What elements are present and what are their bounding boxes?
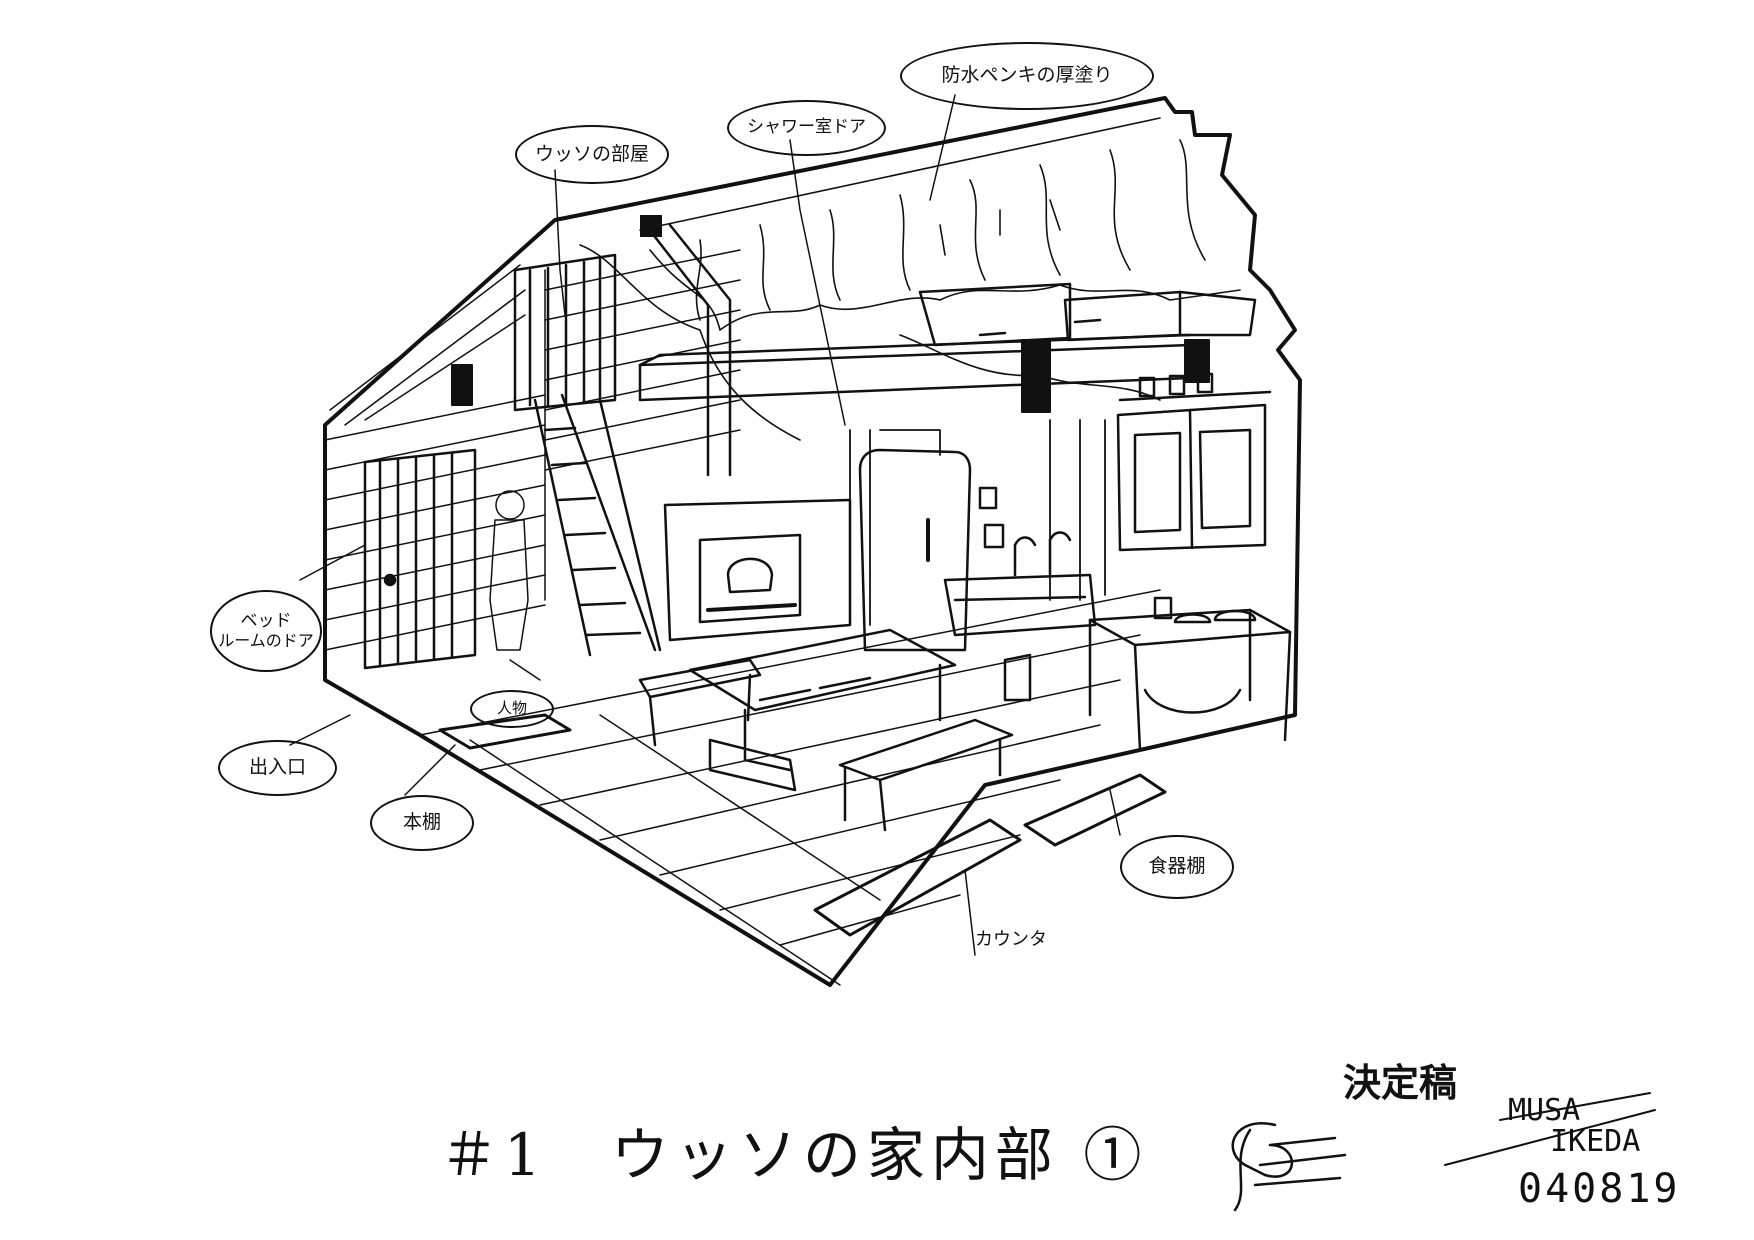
callout-dish-shelf: 食器棚 [1120, 835, 1234, 899]
callout-entrance: 出入口 [218, 740, 337, 796]
bench-front [838, 718, 1014, 832]
callout-waterproof-paint: 防水ペンキの厚塗り [900, 42, 1154, 110]
artist-date: 040819 [1518, 1166, 1681, 1212]
refrigerator [858, 448, 1005, 652]
left-wall [324, 249, 741, 681]
artist-name-line2: IKEDA [1550, 1124, 1641, 1159]
label-entrance: 出入口 [248, 756, 306, 779]
status-label: 決定稿 [1343, 1061, 1458, 1105]
sheet-title: ＃1 ウッソの家内部 ① [440, 1121, 1148, 1189]
stove-pipe [640, 215, 732, 477]
label-dish-shelf: 食器棚 [1148, 855, 1206, 878]
fireplace [663, 498, 852, 642]
bedroom-door [363, 448, 477, 670]
loft-door [513, 253, 617, 412]
callout-shower-door: シャワー室ドア [727, 100, 886, 156]
label-bedroom-door-line1: ベッド [240, 611, 292, 632]
artist-signature-strokes [1444, 1092, 1656, 1166]
loft-ladder [533, 393, 662, 657]
label-counter: カウンタ [975, 929, 1047, 950]
wall-bracket-left [451, 364, 473, 406]
beam-bracket-1 [1021, 339, 1051, 413]
callout-bedroom-door: ベッド ルームのドア [210, 590, 322, 672]
label-shower-door: シャワー室ドア [747, 117, 866, 138]
house-outline [323, 96, 1302, 987]
callout-bookshelf: 本棚 [370, 795, 474, 851]
wall-cabinet [1116, 372, 1272, 552]
ceiling-storage-boxes [918, 282, 1257, 347]
kitchen-sink [943, 531, 1097, 702]
dining-table [688, 628, 957, 792]
label-waterproof-paint: 防水ペンキの厚塗り [941, 64, 1113, 87]
label-bedroom-door-line2: ルームのドア [218, 630, 314, 650]
artist-name-line1: MUSA [1508, 1093, 1581, 1128]
side-table [1088, 596, 1292, 752]
director-signature [1231, 1122, 1347, 1212]
ceiling-beam [638, 333, 1192, 402]
callout-height-mark: 人物 [470, 690, 554, 728]
callout-leaders [289, 94, 1121, 956]
callout-usso-room: ウッソの部屋 [515, 125, 669, 184]
person-silhouette [489, 490, 529, 651]
label-bookshelf: 本棚 [402, 811, 441, 834]
label-height-mark: 人物 [496, 699, 527, 718]
label-usso-room: ウッソの部屋 [534, 142, 649, 165]
